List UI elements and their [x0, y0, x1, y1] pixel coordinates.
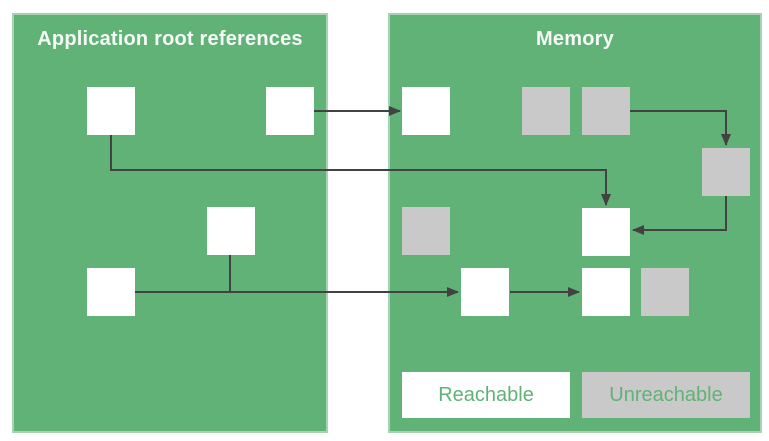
memory-object-square-mem-9	[641, 268, 689, 316]
memory-object-square-mem-1	[402, 87, 450, 135]
legend-unreachable: Unreachable	[582, 372, 750, 418]
memory-object-square-mem-2	[522, 87, 570, 135]
root-reference-square-root-4	[87, 268, 135, 316]
root-reference-square-root-3	[207, 207, 255, 255]
memory-object-square-mem-5	[402, 207, 450, 255]
memory-object-square-mem-4	[702, 148, 750, 196]
memory-object-square-mem-3	[582, 87, 630, 135]
memory-object-square-mem-8	[582, 268, 630, 316]
root-reference-square-root-1	[87, 87, 135, 135]
panel-title-memory: Memory	[536, 28, 614, 50]
legend-reachable: Reachable	[402, 372, 570, 418]
panel-application-root-references: Application root references	[12, 13, 328, 433]
panel-title-application-root-references: Application root references	[37, 28, 303, 50]
root-reference-square-root-2	[266, 87, 314, 135]
memory-object-square-mem-6	[582, 208, 630, 256]
memory-object-square-mem-7	[461, 268, 509, 316]
